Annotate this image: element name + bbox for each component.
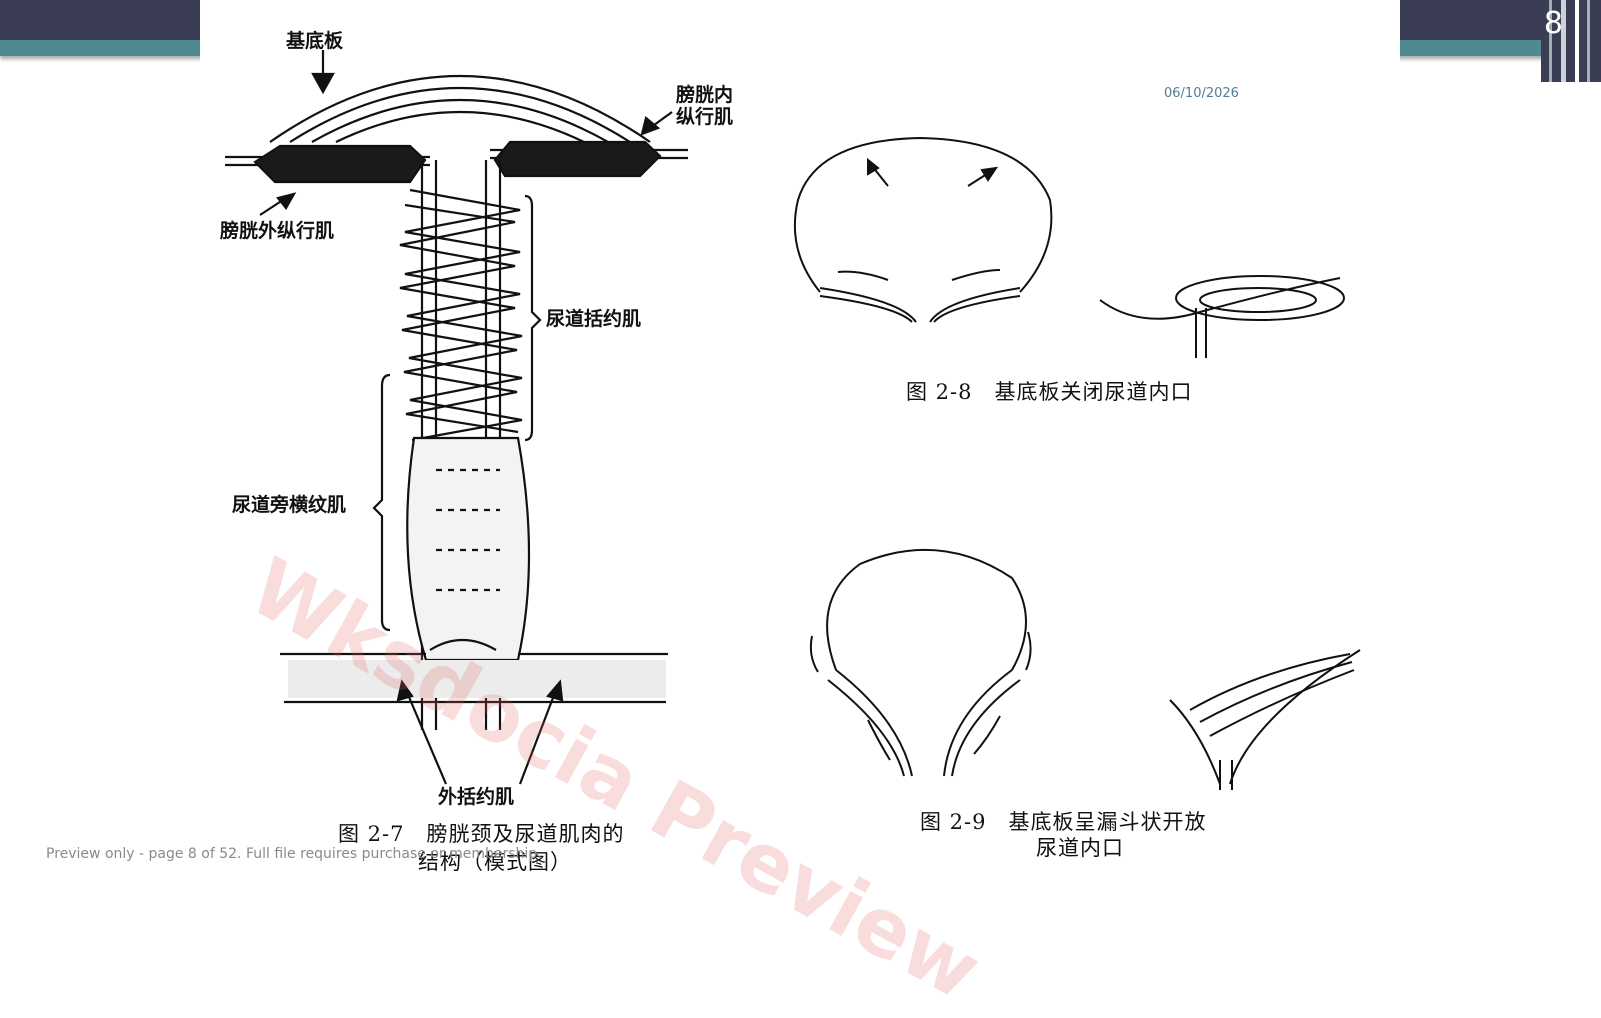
label-base-plate: 基底板 — [286, 30, 344, 52]
caption-2-7-line2: 结构（模式图） — [418, 850, 572, 874]
label-urethral-sphincter: 尿道括约肌 — [546, 308, 642, 330]
slide-number: 8 — [1543, 6, 1563, 41]
figure-2-7-drawing — [225, 50, 688, 785]
caption-2-7-line1: 图 2-7 膀胱颈及尿道肌肉的 — [338, 822, 625, 846]
label-inner-longitudinal-1: 膀胱内 — [676, 84, 734, 106]
label-periurethral-striated: 尿道旁横纹肌 — [232, 494, 347, 516]
caption-2-9-line2: 尿道内口 — [1036, 836, 1124, 860]
caption-2-9-line1: 图 2-9 基底板呈漏斗状开放 — [920, 810, 1207, 834]
figure-2-9-drawing — [809, 548, 1361, 790]
slide-corner-decoration — [1541, 0, 1601, 82]
caption-2-8: 图 2-8 基底板关闭尿道内口 — [906, 380, 1193, 404]
figure-drawing — [225, 50, 1361, 790]
anatomy-figure: 基底板 膀胱内 纵行肌 膀胱外纵行肌 尿道括约肌 尿道旁横纹肌 外括约肌 图 2… — [200, 0, 1400, 900]
label-external-sphincter: 外括约肌 — [438, 786, 515, 808]
label-outer-longitudinal: 膀胱外纵行肌 — [220, 220, 335, 242]
preview-notice: Preview only - page 8 of 52. Full file r… — [46, 846, 542, 862]
figure-2-8-drawing — [793, 136, 1345, 358]
label-inner-longitudinal-2: 纵行肌 — [676, 106, 734, 128]
slide-date: 06/10/2026 — [1164, 86, 1239, 101]
decorative-line — [1398, 64, 1482, 68]
